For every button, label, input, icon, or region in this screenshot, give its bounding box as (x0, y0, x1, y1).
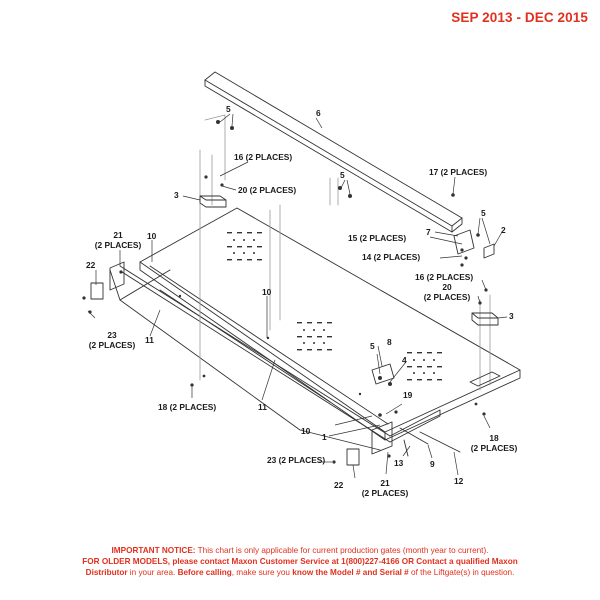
callout-1: 1 (322, 432, 327, 442)
callout-23-number: 23 (107, 330, 117, 340)
leader-lines (87, 113, 508, 479)
notice-line-1: IMPORTANT NOTICE: This chart is only app… (0, 545, 600, 556)
callout-3: 3 (174, 190, 179, 200)
callout-16: 16 (2 PLACES) (415, 272, 474, 282)
shaft-9 (399, 427, 429, 445)
callout-2: 2 (501, 225, 506, 235)
notice-lead: IMPORTANT NOTICE: (111, 546, 196, 555)
callout-21-label: 21 (2 PLACES) (356, 478, 414, 498)
callout-16: 16 (2 PLACES) (234, 152, 293, 162)
block-22-right (346, 448, 360, 466)
callout-18-number: 18 (489, 433, 499, 443)
callout-12: 12 (454, 476, 464, 486)
callout-5: 5 (340, 170, 345, 180)
callout-6: 6 (316, 108, 321, 118)
bracket-7 (453, 229, 475, 255)
callout-19: 19 (403, 390, 413, 400)
callout-5: 5 (226, 104, 231, 114)
callout-18-label: 18 (2 PLACES) (468, 433, 520, 453)
callout-14: 14 (2 PLACES) (362, 252, 421, 262)
callout-4: 4 (402, 355, 407, 365)
notice-line-2-text: FOR OLDER MODELS, please contact Maxon C… (82, 557, 518, 566)
callout-15: 15 (2 PLACES) (348, 233, 407, 243)
callout-23-places: (2 PLACES) (88, 340, 136, 350)
liftgate-platform-exploded-diagram (82, 71, 521, 479)
callout-17: 17 (2 PLACES) (429, 167, 488, 177)
callout-23-label: 23 (2 PLACES) (86, 330, 138, 350)
hinge-rail (119, 265, 441, 443)
callout-23: 23 (2 PLACES) (267, 455, 326, 465)
callout-3: 3 (509, 311, 514, 321)
bracket-8 (371, 363, 395, 385)
date-range-header: SEP 2013 - DEC 2015 (451, 10, 588, 25)
callout-8: 8 (387, 337, 392, 347)
callout-20-places: (2 PLACES) (423, 292, 471, 302)
notice-line-2: FOR OLDER MODELS, please contact Maxon C… (0, 556, 600, 567)
callout-20: 20 (2 PLACES) (238, 185, 297, 195)
callout-21-number: 21 (113, 230, 123, 240)
notice-line-1-text: This chart is only applicable for curren… (195, 546, 489, 555)
callout-18: 18 (2 PLACES) (158, 402, 217, 412)
callout-21-places: (2 PLACES) (94, 240, 142, 250)
callout-10: 10 (147, 231, 157, 241)
callout-7: 7 (426, 227, 431, 237)
callout-5: 5 (370, 341, 375, 351)
callout-22: 22 (334, 480, 344, 490)
callout-10: 10 (262, 287, 272, 297)
bracket-3-right (471, 312, 499, 326)
callout-9: 9 (430, 459, 435, 469)
callout-21-places: (2 PLACES) (361, 488, 409, 498)
callout-11: 11 (145, 335, 154, 345)
guide-lines (199, 114, 491, 391)
plate-21-left (109, 261, 125, 291)
notice-distributor: Distributor (85, 568, 128, 577)
plate-21-right (371, 421, 393, 455)
platform-1 (109, 207, 521, 451)
block-22-left (90, 282, 104, 300)
rear-foot (469, 371, 501, 387)
callout-21-number: 21 (380, 478, 390, 488)
notice-area-text: in your area. (127, 568, 178, 577)
spring-2 (483, 243, 495, 259)
callout-22: 22 (86, 260, 96, 270)
callout-21-label: 21 (2 PLACES) (88, 230, 148, 250)
notice-question-text: of the Liftgate(s) in question. (408, 568, 515, 577)
callout-20-number: 20 (442, 282, 452, 292)
shaft-12 (419, 431, 461, 453)
callout-18-places: (2 PLACES) (470, 443, 518, 453)
pin-13 (403, 439, 409, 457)
hole-patterns (82, 120, 488, 464)
bracket-3-left (199, 195, 227, 208)
callout-5: 5 (481, 208, 486, 218)
notice-model-serial: know the Model # and Serial # (292, 568, 409, 577)
important-notice: IMPORTANT NOTICE: This chart is only app… (0, 545, 600, 578)
notice-before-calling: Before calling (177, 568, 232, 577)
callout-10: 10 (301, 426, 311, 436)
callout-20-label: 20 (2 PLACES) (412, 282, 482, 302)
callout-13: 13 (394, 458, 404, 468)
callout-11: 11 (258, 402, 267, 412)
top-angle-bar-6 (204, 71, 463, 233)
notice-make-sure: , make sure you (231, 568, 293, 577)
notice-line-3: Distributor in your area. Before calling… (0, 567, 600, 578)
